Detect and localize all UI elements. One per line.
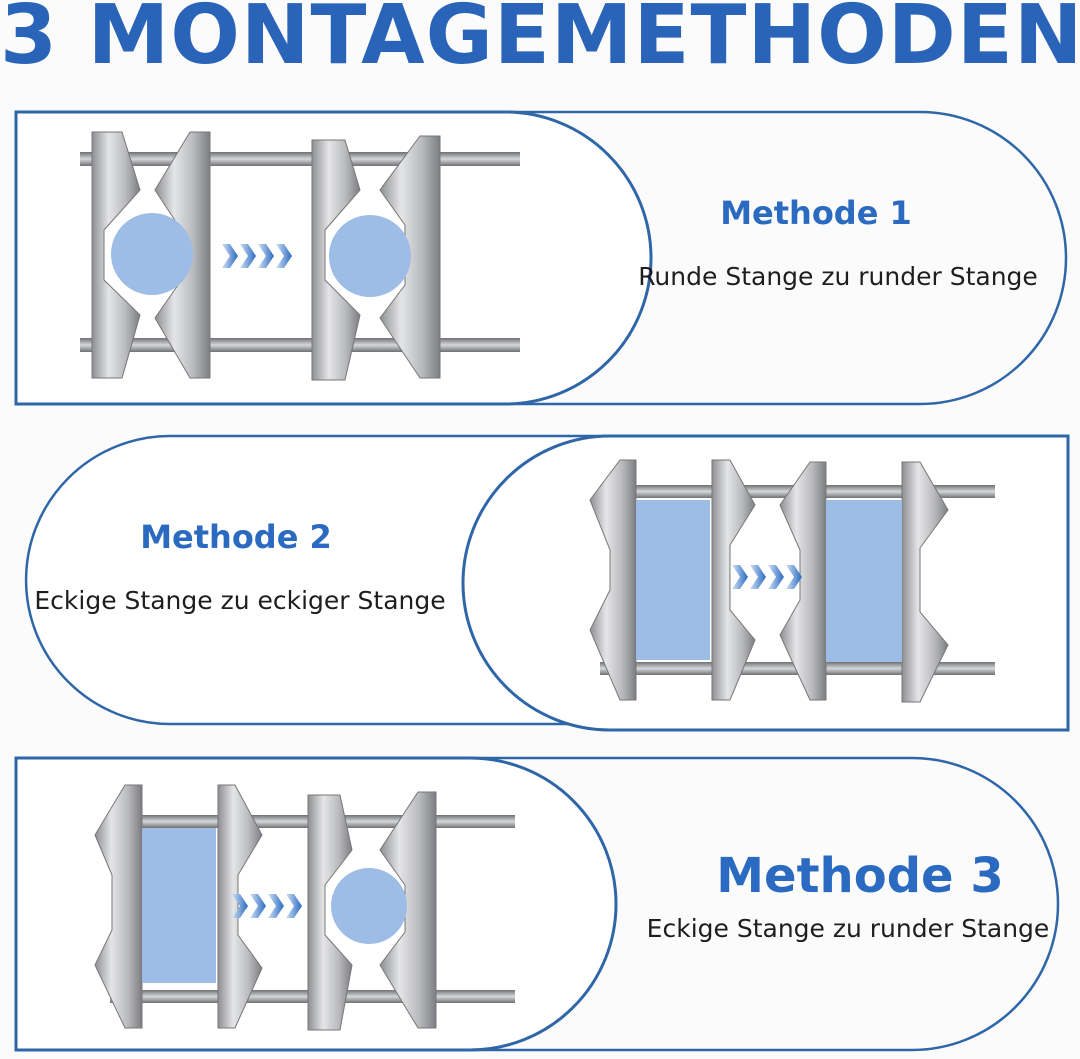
clamp-illustration-1	[80, 131, 520, 381]
method-1-title: Methode 1	[720, 194, 912, 232]
page-title: 3 MONTAGEMETHODEN	[0, 0, 1080, 83]
method-3-description: Eckige Stange zu runder Stange	[646, 914, 1050, 943]
panel-method-1	[14, 110, 1068, 406]
method-2-description: Eckige Stange zu eckiger Stange	[34, 586, 446, 615]
panel-method-3	[14, 756, 1060, 1052]
clamp-illustration-2	[589, 459, 995, 703]
method-1-description: Runde Stange zu runder Stange	[638, 262, 1038, 291]
clamp-illustration-3	[94, 784, 515, 1031]
method-2-title: Methode 2	[140, 518, 332, 556]
method-3-title: Methode 3	[716, 848, 1004, 904]
panel-method-2	[24, 434, 1070, 732]
